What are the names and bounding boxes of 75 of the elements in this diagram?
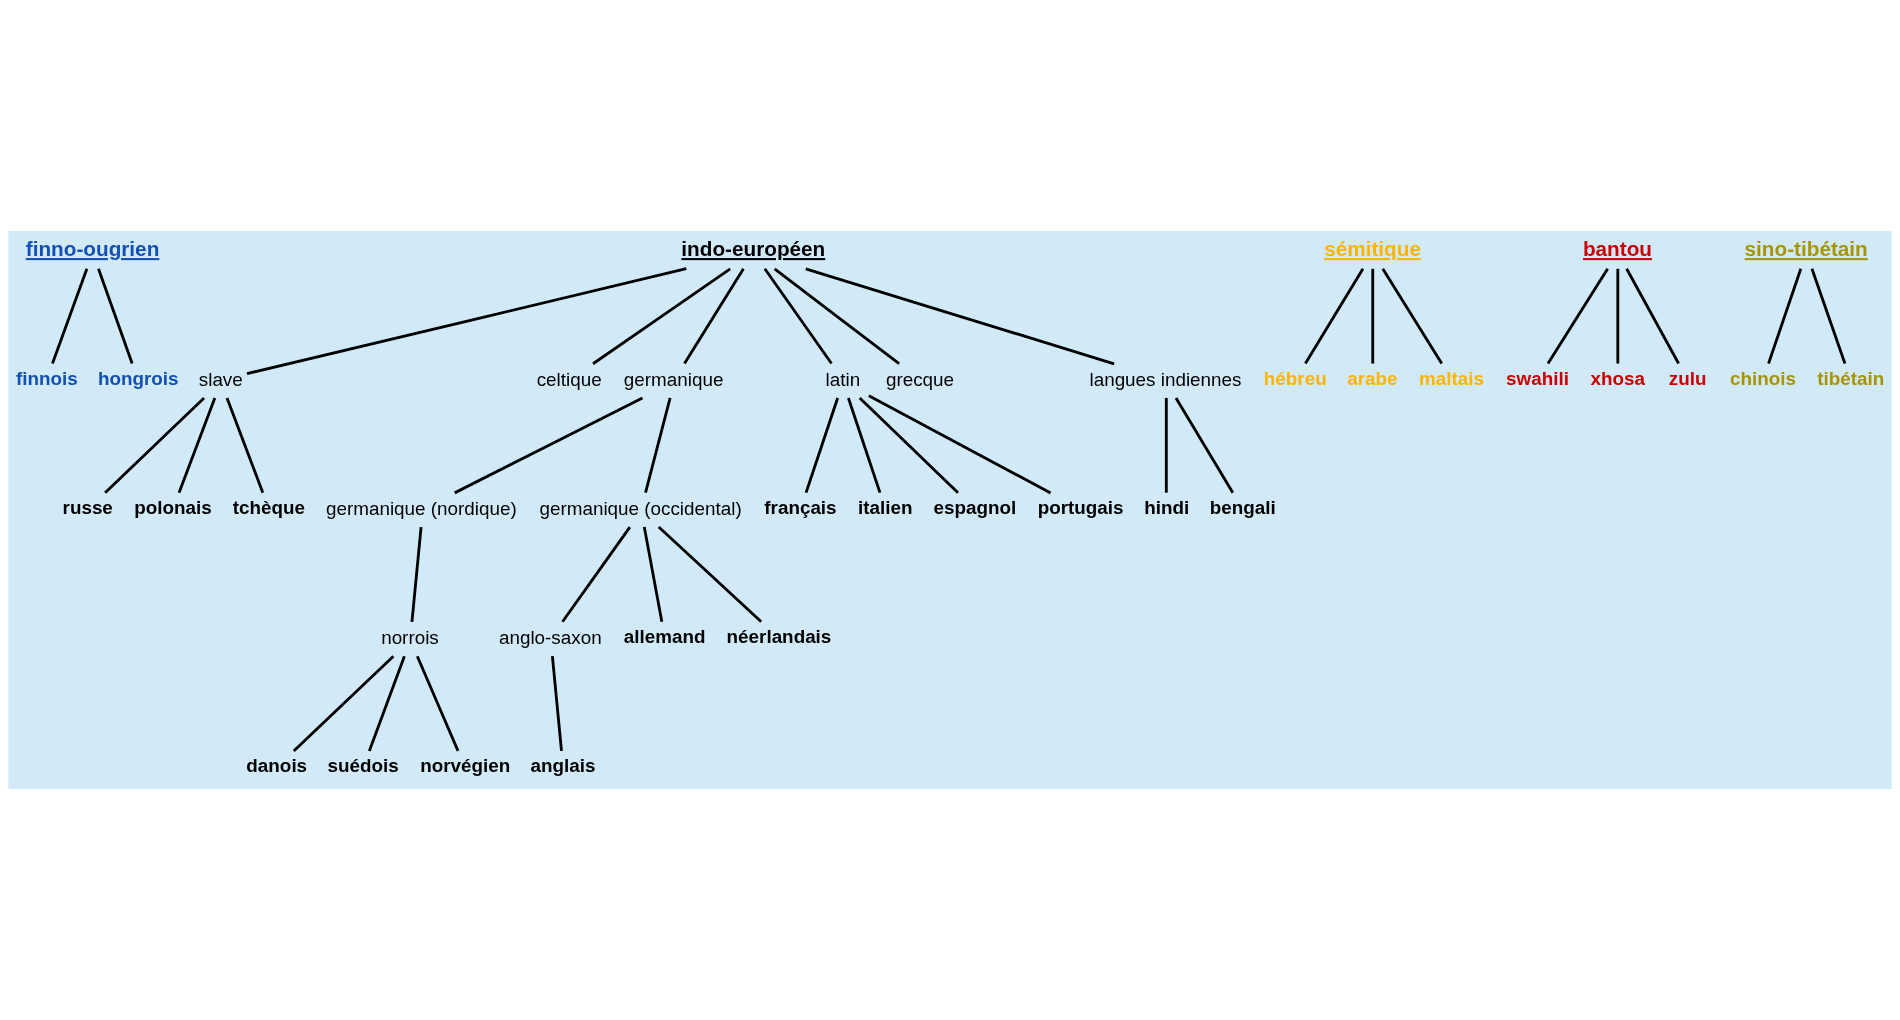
node-text: hindi — [1144, 496, 1190, 518]
node-text: sémitique — [1324, 237, 1421, 261]
node-text: danois — [246, 755, 308, 777]
connector — [97, 268, 134, 364]
node-text: latin — [825, 368, 861, 390]
node-text: italien — [858, 496, 913, 518]
connector — [1546, 268, 1609, 365]
connector — [1625, 268, 1680, 365]
node-text: hébreu — [1263, 367, 1327, 389]
connector — [847, 397, 882, 494]
node-text: germanique (occidental) — [539, 497, 742, 519]
node-text: portugais — [1037, 496, 1124, 518]
connector — [292, 655, 395, 752]
connector — [1767, 268, 1803, 364]
connector — [368, 655, 406, 752]
node-text: russe — [62, 496, 113, 518]
node-text: grecque — [885, 368, 955, 390]
connector — [1381, 268, 1443, 365]
node-text: tibétain — [1817, 367, 1885, 389]
connector — [104, 396, 206, 494]
node-text: zulu — [1668, 367, 1707, 389]
connector — [805, 267, 1115, 366]
connector — [1164, 397, 1168, 493]
connector — [642, 526, 664, 623]
connector — [1810, 268, 1847, 364]
connector — [1371, 268, 1375, 364]
connector — [644, 397, 672, 494]
connector — [550, 656, 563, 752]
connector — [561, 526, 631, 623]
node-text: germanique (nordique) — [326, 497, 517, 519]
connector — [225, 397, 265, 494]
node-text: allemand — [623, 625, 706, 647]
node-text: celtique — [536, 368, 602, 390]
connector — [51, 268, 89, 364]
connector — [1304, 268, 1365, 365]
node-text: xhosa — [1590, 367, 1645, 389]
node-text: finno-ougrien — [25, 237, 160, 261]
node-text: finnois — [15, 367, 78, 389]
node-text: français — [764, 496, 837, 518]
connector — [763, 268, 833, 365]
node-text: indo-européen — [681, 237, 826, 261]
node-text: suédois — [327, 755, 399, 777]
node-text: norvégien — [420, 755, 511, 777]
node-text: bengali — [1209, 496, 1276, 518]
connector — [246, 267, 687, 376]
connector — [1616, 268, 1620, 364]
node-text: langues indiennes — [1089, 368, 1242, 390]
connector — [858, 396, 959, 494]
node-text: polonais — [134, 496, 212, 518]
node-text: norrois — [381, 626, 439, 648]
node-text: bantou — [1582, 237, 1652, 261]
connector — [657, 526, 763, 623]
node-text: anglais — [530, 755, 596, 777]
connector — [868, 394, 1052, 495]
node-text: swahili — [1506, 367, 1569, 389]
node-text: espagnol — [933, 496, 1017, 518]
connector — [454, 396, 644, 495]
node-text: néerlandais — [726, 625, 832, 647]
node-text: arabe — [1347, 367, 1398, 389]
node-text: hongrois — [97, 367, 179, 389]
connector — [592, 267, 731, 365]
connector — [773, 267, 900, 365]
node-text: tchèque — [232, 496, 305, 518]
connector — [683, 268, 745, 365]
node-text: chinois — [1729, 367, 1796, 389]
connector — [177, 397, 217, 494]
node-text: slave — [198, 368, 243, 390]
node-text: anglo-saxon — [498, 626, 602, 648]
node-text: maltais — [1418, 367, 1484, 389]
connector — [410, 526, 423, 622]
node-text: germanique — [623, 368, 724, 390]
connector — [804, 397, 839, 494]
connector — [1174, 397, 1235, 494]
connector — [416, 655, 460, 752]
node-text: sino-tibétain — [1744, 237, 1868, 261]
